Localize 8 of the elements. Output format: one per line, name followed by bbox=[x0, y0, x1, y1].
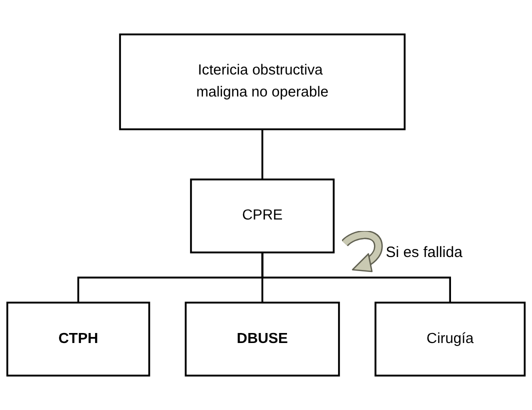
node-box: Ictericia obstructiva maligna no operable bbox=[119, 34, 406, 130]
note-text: Si es fallida bbox=[386, 244, 462, 262]
node-box: Cirugía bbox=[374, 302, 526, 376]
connector bbox=[261, 129, 264, 180]
connector bbox=[261, 252, 451, 303]
node-box: DBUSE bbox=[184, 302, 340, 376]
node-box: CPRE bbox=[190, 178, 335, 254]
node-box: CTPH bbox=[6, 302, 150, 376]
